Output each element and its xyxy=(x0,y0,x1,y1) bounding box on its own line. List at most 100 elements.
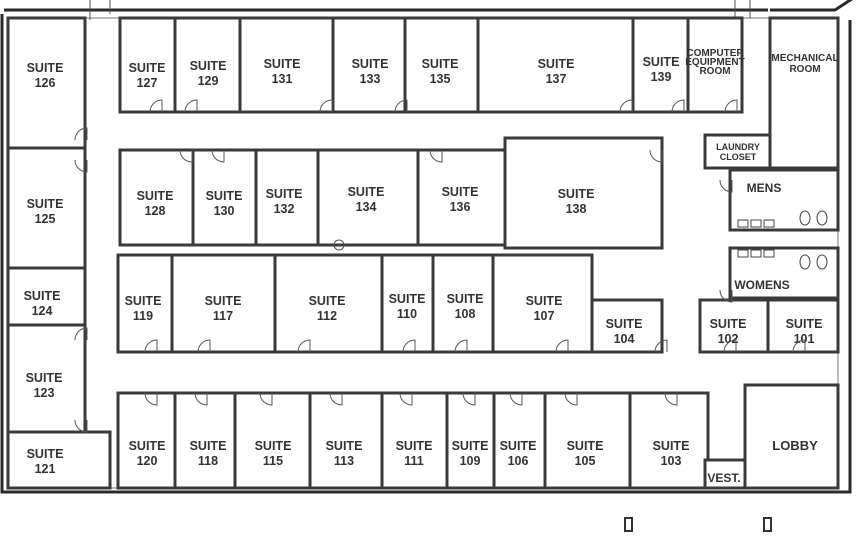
suite-label: SUITE xyxy=(129,61,166,75)
room-outline xyxy=(686,16,744,114)
suite-label: SUITE xyxy=(500,439,537,453)
suite-number: 126 xyxy=(35,76,56,90)
room-label: ROOM xyxy=(699,66,730,77)
suite-outline xyxy=(6,266,87,327)
suite-number: 129 xyxy=(198,74,219,88)
room-outline xyxy=(703,458,747,490)
suite-outline xyxy=(316,148,420,247)
suite-number: 135 xyxy=(430,72,451,86)
suite-number: 125 xyxy=(35,212,56,226)
suite-outline xyxy=(308,391,384,490)
room-vest: VEST. xyxy=(703,458,747,490)
suite-outline xyxy=(766,298,840,354)
suite-number: 124 xyxy=(32,304,53,318)
room-label: LOBBY xyxy=(772,438,818,453)
suite-number: 130 xyxy=(214,204,235,218)
suite-label: SUITE xyxy=(190,439,227,453)
suite-number: 134 xyxy=(356,200,377,214)
suite-number: 103 xyxy=(661,454,682,468)
suite-outline xyxy=(116,391,177,490)
suite-number: 109 xyxy=(460,454,481,468)
room-label: WOMENS xyxy=(734,278,789,292)
suite-number: 108 xyxy=(455,307,476,321)
suite-outline xyxy=(6,16,87,150)
room-outline xyxy=(703,133,772,170)
room-lobby: LOBBY xyxy=(743,383,840,490)
suite-label: SUITE xyxy=(137,189,174,203)
suite-label: SUITE xyxy=(653,439,690,453)
suite-label: SUITE xyxy=(27,197,64,211)
suite-label: SUITE xyxy=(389,292,426,306)
suite-number: 120 xyxy=(137,454,158,468)
suite-label: SUITE xyxy=(396,439,433,453)
suite-outline xyxy=(380,391,449,490)
suite-number: 104 xyxy=(614,332,635,346)
suite-outline xyxy=(491,253,594,354)
suite-label: SUITE xyxy=(442,185,479,199)
suite-outline xyxy=(273,253,384,354)
suite-number: 131 xyxy=(272,72,293,86)
suite-outline xyxy=(233,391,312,490)
suite-number: 105 xyxy=(575,454,596,468)
room-outline xyxy=(743,383,840,490)
suite-number: 139 xyxy=(651,70,672,84)
doors xyxy=(74,99,806,433)
room-outline xyxy=(768,16,840,170)
suite-outline xyxy=(6,430,112,490)
suite-label: SUITE xyxy=(606,317,643,331)
suite-label: SUITE xyxy=(264,57,301,71)
suite-label: SUITE xyxy=(538,57,575,71)
room-label: EQUIPMENT xyxy=(685,57,744,68)
suite-number: 117 xyxy=(213,309,233,323)
suite-number: 101 xyxy=(794,332,815,346)
suite-number: 118 xyxy=(198,454,218,468)
suite-outline xyxy=(431,253,495,354)
suite-outline xyxy=(331,16,407,114)
suite-label: SUITE xyxy=(125,294,162,308)
room-label: VEST. xyxy=(707,471,740,485)
suite-number: 138 xyxy=(566,202,587,216)
suite-number: 128 xyxy=(145,204,166,218)
suite-label: SUITE xyxy=(422,57,459,71)
suite-number: 110 xyxy=(397,307,417,321)
suite-number: 112 xyxy=(317,309,337,323)
suite-label: SUITE xyxy=(206,189,243,203)
suite-label: SUITE xyxy=(643,55,680,69)
suite-label: SUITE xyxy=(26,371,63,385)
suite-label: SUITE xyxy=(309,294,346,308)
suite-outline xyxy=(476,16,635,114)
suite-outline xyxy=(170,253,277,354)
suite-label: SUITE xyxy=(447,292,484,306)
suite-label: SUITE xyxy=(205,294,242,308)
suite-outline xyxy=(590,298,664,354)
exterior-marker xyxy=(624,517,633,532)
suite-number: 119 xyxy=(133,309,153,323)
